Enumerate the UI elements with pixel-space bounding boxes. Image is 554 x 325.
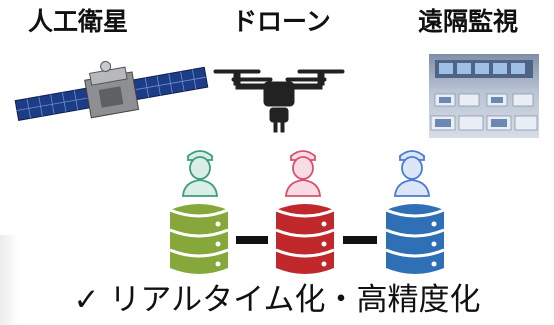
operator-icon xyxy=(394,150,430,197)
title-drone: ドローン xyxy=(232,7,331,36)
control-room-photo xyxy=(429,54,539,138)
database-icon xyxy=(169,204,229,274)
title-remote-monitoring: 遠隔監視 xyxy=(418,7,519,36)
drone-icon xyxy=(213,69,345,133)
connector-line xyxy=(343,236,377,244)
connector-line xyxy=(236,236,268,244)
operator-icon xyxy=(285,150,321,197)
database-icon xyxy=(385,204,445,274)
satellite-icon xyxy=(14,60,209,121)
operator-icon xyxy=(182,150,218,197)
title-satellite: 人工衛星 xyxy=(28,7,129,36)
edge-fade xyxy=(0,235,18,325)
database-icon xyxy=(275,204,335,274)
caption: ✓ リアルタイム化・高精度化 xyxy=(73,282,481,318)
